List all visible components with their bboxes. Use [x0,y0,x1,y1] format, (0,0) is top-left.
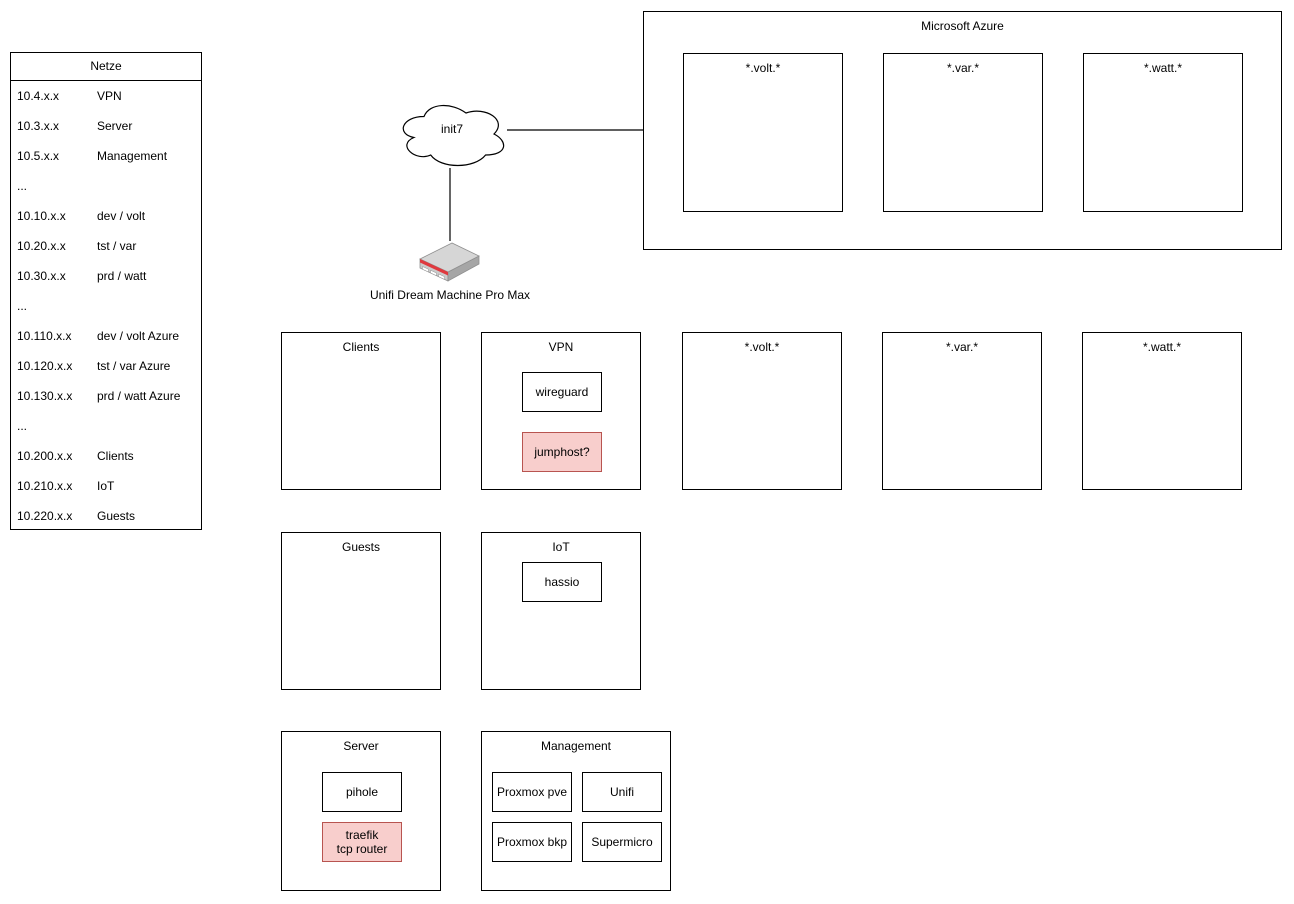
router-red-stripe [420,259,448,276]
zone-title: VPN [548,340,574,354]
netze-row-name: Clients [97,449,134,463]
node-traefik-tcp-router: traefik tcp router [322,822,402,862]
router-icon [419,242,480,282]
netze-row-name: prd / watt Azure [97,389,181,403]
azure-box-label: *.volt.* [745,61,781,75]
zone-title: *.var.* [945,340,978,354]
netze-row: 10.10.x.x dev / volt [11,201,201,231]
netze-row-ip: ... [17,299,28,313]
netze-row-ip: 10.3.x.x [17,119,60,133]
azure-box-label: *.watt.* [1143,61,1182,75]
azure-box-volt: *.volt.* [683,53,843,212]
zone-title: *.volt.* [744,340,780,354]
netze-table-rows: 10.4.x.x VPN 10.3.x.x Server 10.5.x.x Manag… [11,81,201,531]
netze-row-ip: 10.20.x.x [17,239,66,253]
netze-row-ip: ... [17,179,28,193]
node-unifi: Unifi [582,772,662,812]
netze-row-ip: ... [17,419,28,433]
netze-row-name: VPN [97,89,122,103]
zone-vpn: VPN wireguard jumphost? [481,332,641,490]
node-wireguard: wireguard [522,372,602,412]
node-hassio: hassio [522,562,602,602]
node-supermicro: Supermicro [582,822,662,862]
netze-row-name: Management [97,149,168,163]
router-label: Unifi Dream Machine Pro Max [369,288,531,302]
netze-row-ip: 10.10.x.x [17,209,66,223]
zone-title: IoT [552,540,570,554]
node-jumphost: jumphost? [522,432,602,472]
zone-title: Server [343,739,379,753]
netze-row: 10.210.x.x IoT [11,471,201,501]
netze-row: ... [11,291,201,321]
azure-container: Microsoft Azure *.volt.* *.var.* *.watt.… [643,11,1282,250]
netze-row-ip: 10.110.x.x [17,329,72,343]
netze-row-ip: 10.30.x.x [17,269,66,283]
zone-var: *.var.* [882,332,1042,490]
zone-volt: *.volt.* [682,332,842,490]
netze-row: 10.130.x.x prd / watt Azure [11,381,201,411]
zone-clients: Clients [281,332,441,490]
netze-row-ip: 10.220.x.x [17,509,73,523]
zone-title: Management [540,739,612,753]
netze-row: 10.3.x.x Server [11,111,201,141]
netze-row: 10.4.x.x VPN [11,81,201,111]
netze-row-name: dev / volt [97,209,146,223]
netze-table: Netze 10.4.x.x VPN 10.3.x.x Server 10.5.x.… [10,52,202,530]
netze-row-name: Guests [97,509,136,523]
zone-guests: Guests [281,532,441,690]
netze-row-name: dev / volt Azure [97,329,180,343]
netze-row-name: Server [97,119,133,133]
node-pihole: pihole [322,772,402,812]
netze-row-ip: 10.4.x.x [17,89,60,103]
zone-server: Server pihole traefik tcp router [281,731,441,891]
netze-row-name: IoT [97,479,115,493]
netze-row-ip: 10.5.x.x [17,149,60,163]
netze-row-ip: 10.120.x.x [17,359,73,373]
netze-row: 10.220.x.x Guests [11,501,201,531]
node-proxmox-bkp: Proxmox bkp [492,822,572,862]
zone-title: *.watt.* [1142,340,1181,354]
zone-iot: IoT hassio [481,532,641,690]
netze-row: 10.120.x.x tst / var Azure [11,351,201,381]
netze-row: ... [11,171,201,201]
azure-box-var: *.var.* [883,53,1043,212]
netze-row-ip: 10.130.x.x [17,389,73,403]
netze-row-ip: 10.210.x.x [17,479,73,493]
netze-row: 10.20.x.x tst / var [11,231,201,261]
azure-title: Microsoft Azure [921,19,1004,33]
zone-watt: *.watt.* [1082,332,1242,490]
netze-row-name: tst / var [97,239,137,253]
netze-row: ... [11,411,201,441]
netze-row-name: prd / watt [97,269,147,283]
netze-row: 10.30.x.x prd / watt [11,261,201,291]
azure-box-label: *.var.* [946,61,979,75]
netze-row: 10.110.x.x dev / volt Azure [11,321,201,351]
zone-title: Guests [341,540,380,554]
internet-cloud-label: init7 [440,122,463,136]
netze-row: 10.5.x.x Management [11,141,201,171]
netze-row-ip: 10.200.x.x [17,449,73,463]
node-proxmox-pve: Proxmox pve [492,772,572,812]
netze-table-title: Netze [11,53,201,81]
zone-management: Management Proxmox pve Unifi Proxmox bkp… [481,731,671,891]
azure-box-watt: *.watt.* [1083,53,1243,212]
netze-row: 10.200.x.x Clients [11,441,201,471]
zone-title: Clients [342,340,380,354]
netze-row-name: tst / var Azure [97,359,171,373]
